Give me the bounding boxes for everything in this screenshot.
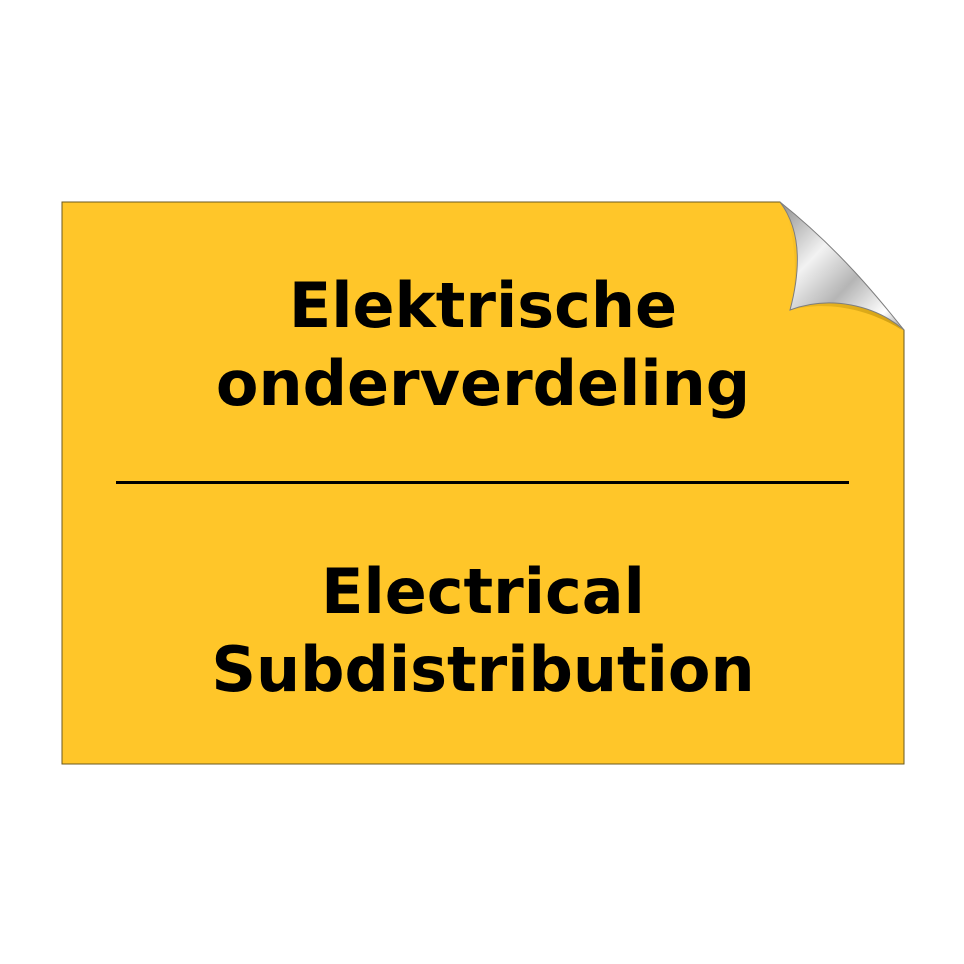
dutch-line-2: onderverdeling xyxy=(215,347,751,420)
peeling-corner-icon xyxy=(779,201,905,331)
english-line-2: Subdistribution xyxy=(211,633,755,706)
dutch-label: Elektrische onderverdeling xyxy=(62,267,904,423)
dutch-line-1: Elektrische xyxy=(288,269,678,342)
english-label: Electrical Subdistribution xyxy=(62,553,904,709)
divider-line xyxy=(116,481,849,484)
english-line-1: Electrical xyxy=(321,555,645,628)
